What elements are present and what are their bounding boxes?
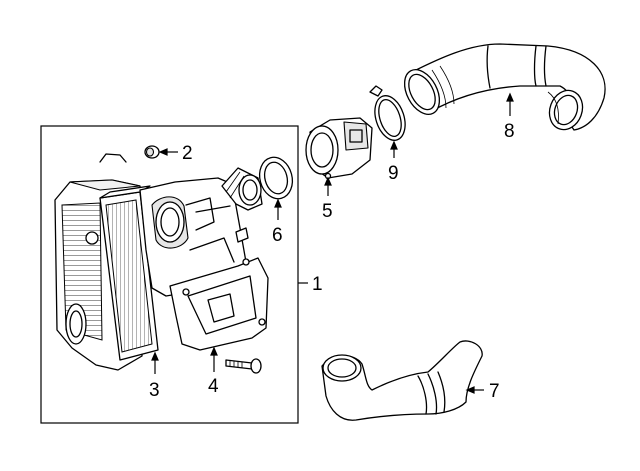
callout-7: 7: [489, 381, 500, 402]
retaining-clip: [235, 227, 249, 243]
hose-clamp: [369, 85, 406, 141]
assembly-frame: [40, 125, 299, 424]
grommet: [144, 145, 160, 159]
callout-2: 2: [182, 143, 193, 164]
callout-4: 4: [208, 376, 219, 397]
callout-3: 3: [149, 380, 160, 401]
air-cleaner-cover: [99, 153, 263, 297]
seal-ring: [258, 156, 294, 200]
callout-8: 8: [504, 121, 515, 142]
callout-1: 1: [312, 274, 323, 295]
intake-hose-upper: [403, 43, 606, 131]
callout-6: 6: [272, 225, 283, 246]
callout-5: 5: [322, 201, 333, 222]
bracket-shield: [169, 257, 269, 351]
mounting-bolt: [225, 358, 262, 374]
intake-duct-lower: [321, 340, 483, 421]
mass-air-flow-sensor: [305, 117, 373, 180]
leader-lines: [151, 92, 514, 394]
air-filter-element: [54, 179, 159, 371]
callout-9: 9: [388, 163, 399, 184]
